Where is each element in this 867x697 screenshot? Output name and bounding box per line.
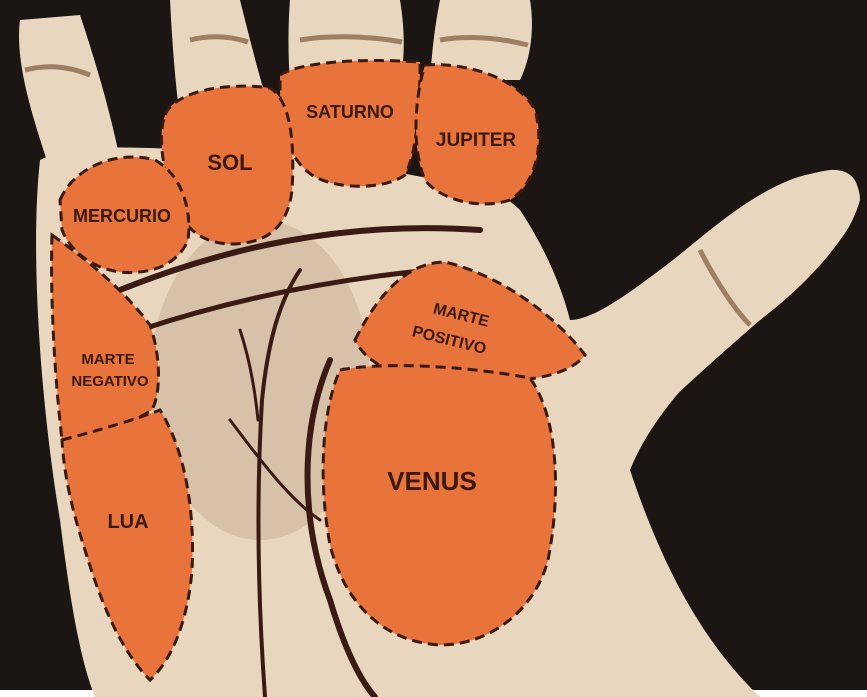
mount-marte-negativo-label-2: NEGATIVO (71, 373, 149, 390)
mount-sol-label: SOL (207, 150, 252, 175)
mount-jupiter-label: JUPITER (436, 130, 517, 151)
mount-marte-negativo-label-1: MARTE (81, 351, 134, 368)
mount-lua-label: LUA (107, 511, 148, 533)
mount-venus-label: VENUS (387, 466, 477, 496)
mount-venus-shape (323, 366, 555, 645)
mount-saturno-label: SATURNO (306, 102, 394, 122)
mount-venus: VENUS (323, 366, 555, 645)
mount-mercurio-label: MERCURIO (73, 206, 171, 226)
